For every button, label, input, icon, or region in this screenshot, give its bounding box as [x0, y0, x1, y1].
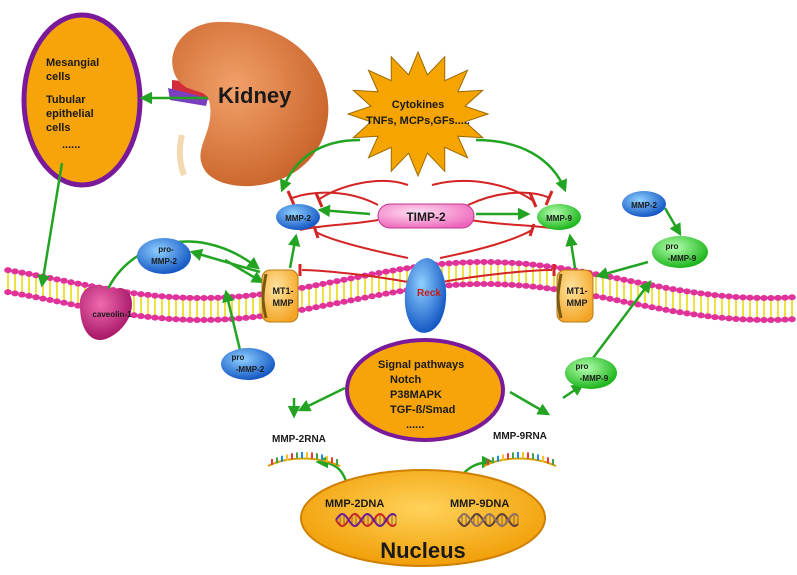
nucleus: MMP-2DNA MMP-9DNA Nucleus	[300, 469, 546, 567]
mmp2-right-label: MMP-2	[631, 201, 657, 210]
pro-mmp2-top-node: pro- MMP-2	[137, 238, 191, 274]
mmp9-node: MMP-9	[537, 204, 581, 230]
mmp9-rna-label: MMP-9RNA	[493, 431, 547, 442]
mt1-left-label-1: MT1-	[273, 286, 294, 296]
cytokines-star: Cytokines TNFs, MCPs,GFs.....	[346, 50, 490, 178]
mt1-mmp-right: MT1- MMP	[556, 269, 594, 323]
reck-label: Reck	[417, 288, 441, 299]
mmp2-left-label: MMP-2	[285, 214, 311, 223]
caveolin-node: caveolin-1	[79, 284, 132, 340]
mt1-left-label-2: MMP	[273, 298, 294, 308]
mmp9-label: MMP-9	[546, 214, 572, 223]
mmp2-dna-label: MMP-2DNA	[325, 498, 384, 510]
signal-item-3: TGF-ß/Smad	[390, 404, 455, 416]
pro-mmp9-right-label-2: -MMP-9	[668, 254, 697, 263]
pro-mmp2-low-label-2: -MMP-2	[236, 365, 265, 374]
cells-label-4: epithelial	[46, 108, 94, 120]
pro-mmp2-top-label-1: pro-	[158, 245, 174, 254]
mmp9-dna-helix	[457, 512, 519, 528]
signal-item-2: P38MAPK	[390, 389, 442, 401]
caveolin-label: caveolin-1	[92, 310, 132, 319]
signal-item-4: ......	[406, 419, 424, 431]
cells-label-6: ......	[62, 139, 80, 151]
mmp2-left-node: MMP-2	[276, 204, 320, 230]
mmp2-right-node: MMP-2	[622, 191, 666, 217]
cells-label-2: cells	[46, 71, 70, 83]
pro-mmp2-top-label-2: MMP-2	[151, 257, 177, 266]
cytokines-label: Cytokines	[392, 99, 445, 111]
pro-mmp9-right-label-1: pro	[666, 242, 679, 251]
pro-mmp2-low-node: pro -MMP-2	[221, 348, 275, 380]
signal-pathways-box: Signal pathways Notch P38MAPK TGF-ß/Smad…	[345, 338, 505, 442]
cells-label-5: cells	[46, 122, 70, 134]
timp2-label: TIMP-2	[406, 210, 446, 224]
mt1-right-label-1: MT1-	[567, 286, 588, 296]
pro-mmp2-low-label-1: pro	[232, 353, 245, 362]
kidney-icon: Kidney	[168, 21, 329, 187]
cytokines-list: TNFs, MCPs,GFs.....	[366, 115, 470, 127]
timp2-node: TIMP-2	[377, 203, 475, 229]
mmp2-dna-helix	[335, 512, 397, 528]
reck-node: Reck	[404, 258, 447, 333]
mmp2-rna-strand	[267, 452, 341, 467]
kidney-title: Kidney	[218, 83, 292, 108]
pro-mmp9-low-node: pro -MMP-9	[565, 357, 617, 389]
mmp9-dna-label: MMP-9DNA	[450, 498, 509, 510]
mt1-mmp-left: MT1- MMP	[261, 269, 299, 323]
signal-item-1: Notch	[390, 374, 421, 386]
mt1-right-label-2: MMP	[567, 298, 588, 308]
pro-mmp9-low-label-2: -MMP-9	[580, 374, 609, 383]
cells-label-3: Tubular	[46, 94, 86, 106]
cells-box: Mesangial cells Tubular epithelial cells…	[21, 12, 143, 188]
pro-mmp9-right-node: pro -MMP-9	[652, 236, 708, 268]
cells-label-1: Mesangial	[46, 57, 99, 69]
mmp2-rna-label: MMP-2RNA	[272, 434, 326, 445]
inhibition-bars	[286, 190, 556, 276]
mmp9-rna-strand	[483, 452, 557, 467]
signal-label: Signal pathways	[378, 359, 464, 371]
pro-mmp9-low-label-1: pro	[576, 362, 589, 371]
nucleus-title: Nucleus	[380, 538, 466, 563]
